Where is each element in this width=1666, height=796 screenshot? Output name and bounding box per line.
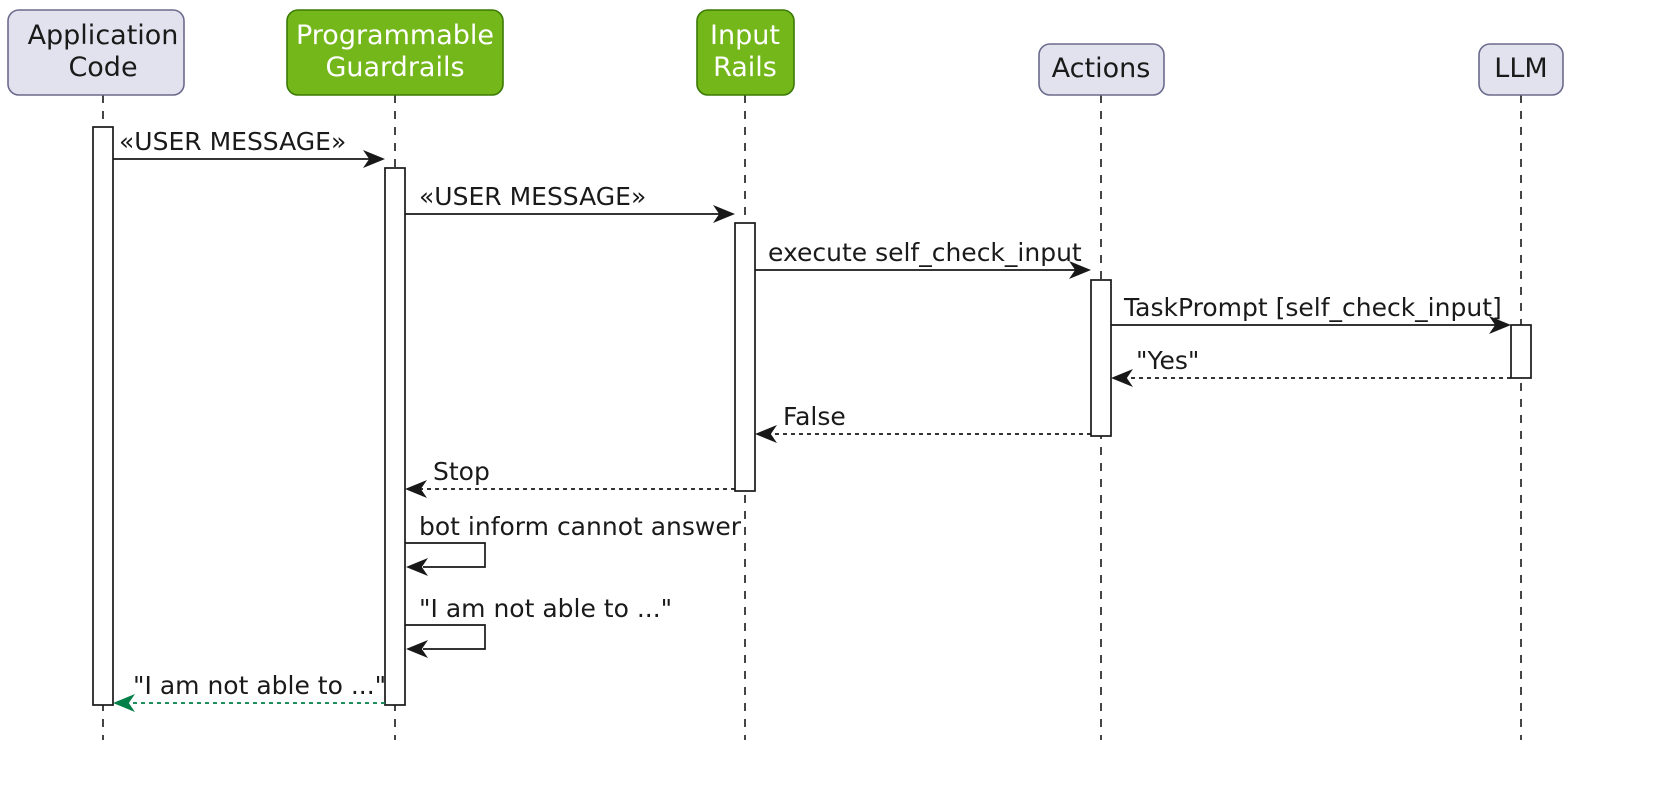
message-label: TaskPrompt [self_check_input] bbox=[1123, 293, 1502, 322]
arrow-head bbox=[1111, 369, 1133, 387]
participant-label-inputrails: Input bbox=[710, 20, 780, 51]
message-label: «USER MESSAGE» bbox=[119, 127, 346, 156]
participant-box-guardrails bbox=[286, 9, 504, 96]
arrow-head bbox=[406, 558, 428, 576]
arrow-head bbox=[405, 480, 427, 498]
participant-label-guardrails: Programmable bbox=[296, 20, 494, 51]
message-label: "Yes" bbox=[1136, 346, 1199, 375]
message-label: "I am not able to ..." bbox=[419, 594, 672, 623]
participant-label-llm: LLM bbox=[1494, 53, 1547, 84]
message-label: execute self_check_input bbox=[768, 238, 1082, 267]
message-label: Stop bbox=[433, 457, 490, 486]
message-label: bot inform cannot answer bbox=[419, 512, 742, 541]
arrow-head bbox=[1489, 316, 1511, 334]
participant-label-app: Code bbox=[68, 52, 137, 83]
message-label: «USER MESSAGE» bbox=[419, 182, 646, 211]
participant-actions[interactable]: Actions bbox=[1038, 43, 1165, 96]
participant-box-llm bbox=[1478, 43, 1564, 96]
participant-label-actions: Actions bbox=[1052, 53, 1151, 84]
message-m7[interactable]: Stop bbox=[405, 457, 735, 498]
participant-label-app: Application bbox=[28, 20, 179, 51]
message-m10[interactable]: "I am not able to ..." bbox=[113, 671, 386, 712]
message-label: "I am not able to ..." bbox=[133, 671, 386, 700]
message-m8[interactable]: bot inform cannot answer bbox=[405, 512, 742, 576]
participant-llm[interactable]: LLM bbox=[1478, 43, 1564, 96]
message-m4[interactable]: TaskPrompt [self_check_input] bbox=[1111, 293, 1511, 334]
message-m5[interactable]: "Yes" bbox=[1111, 346, 1511, 387]
participant-label-inputrails: Rails bbox=[713, 52, 777, 83]
activation-bar-llm bbox=[1510, 324, 1532, 379]
participant-box-app bbox=[7, 9, 185, 96]
activation-bars-layer bbox=[92, 126, 1532, 706]
message-label: False bbox=[783, 402, 846, 431]
message-m1[interactable]: «USER MESSAGE» bbox=[113, 127, 385, 168]
arrow-head bbox=[113, 694, 135, 712]
activation-bar-guardrails bbox=[384, 167, 406, 706]
arrow-head bbox=[755, 425, 777, 443]
message-m2[interactable]: «USER MESSAGE» bbox=[405, 182, 735, 223]
arrow-head bbox=[713, 205, 735, 223]
participant-label-guardrails: Guardrails bbox=[325, 52, 464, 83]
arrow-head bbox=[1069, 261, 1091, 279]
activation-bar-actions bbox=[1090, 279, 1112, 437]
message-m3[interactable]: execute self_check_input bbox=[755, 238, 1091, 279]
message-m6[interactable]: False bbox=[755, 402, 1091, 443]
activation-bar-inputrails bbox=[734, 222, 756, 492]
arrow-head bbox=[406, 640, 428, 658]
self-message-line bbox=[405, 624, 486, 650]
arrow-head bbox=[363, 150, 385, 168]
messages-layer: «USER MESSAGE» «USER MESSAGE» execute self… bbox=[113, 127, 1511, 712]
activation-bar-app bbox=[92, 126, 114, 706]
self-message-line bbox=[405, 542, 486, 568]
participant-box-inputrails bbox=[696, 9, 795, 96]
participant-box-actions bbox=[1038, 43, 1165, 96]
message-m9[interactable]: "I am not able to ..." bbox=[405, 594, 672, 658]
